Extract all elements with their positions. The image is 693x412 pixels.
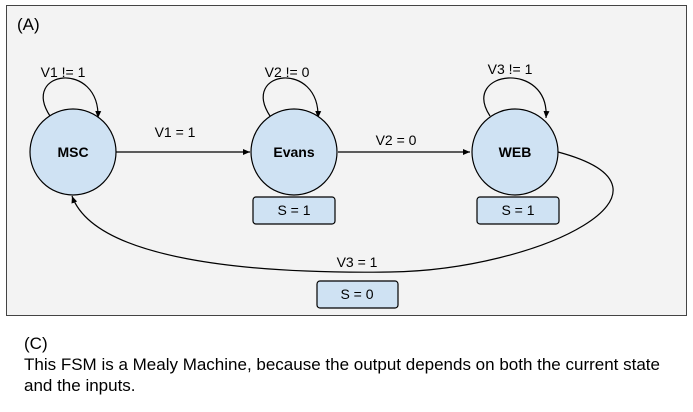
output-box-transition: S = 0 — [316, 280, 399, 309]
self-loop-label-web: V3 != 1 — [488, 61, 533, 77]
output-box-web: S = 1 — [476, 196, 560, 225]
self-loop-msc — [42, 77, 102, 119]
part-c-text: This FSM is a Mealy Machine, because the… — [24, 355, 660, 395]
transition-label-web-msc: V3 = 1 — [337, 254, 378, 270]
transition-label-msc-evans: V1 = 1 — [155, 124, 196, 140]
svg-text:S = 1: S = 1 — [501, 202, 534, 218]
output-box-evans: S = 1 — [252, 196, 336, 225]
panel-a: (A) — [6, 5, 687, 316]
svg-text:S = 1: S = 1 — [277, 202, 310, 218]
part-c: (C) This FSM is a Mealy Machine, because… — [24, 333, 664, 396]
self-loop-evans — [262, 77, 322, 119]
state-label: MSC — [57, 144, 88, 160]
svg-text:S = 0: S = 0 — [340, 286, 373, 302]
part-c-label: (C) — [24, 334, 48, 353]
self-loop-web — [483, 77, 550, 119]
state-label: Evans — [273, 144, 314, 160]
self-loop-label-msc: V1 != 1 — [41, 64, 86, 80]
state-evans: Evans — [250, 108, 338, 196]
state-web: WEB — [471, 108, 559, 196]
self-loop-label-evans: V2 != 0 — [265, 64, 310, 80]
state-msc: MSC — [29, 108, 117, 196]
transition-web-msc — [71, 151, 614, 273]
transition-label-evans-web: V2 = 0 — [376, 132, 417, 148]
state-label: WEB — [499, 144, 532, 160]
panel-label: (A) — [17, 15, 40, 34]
